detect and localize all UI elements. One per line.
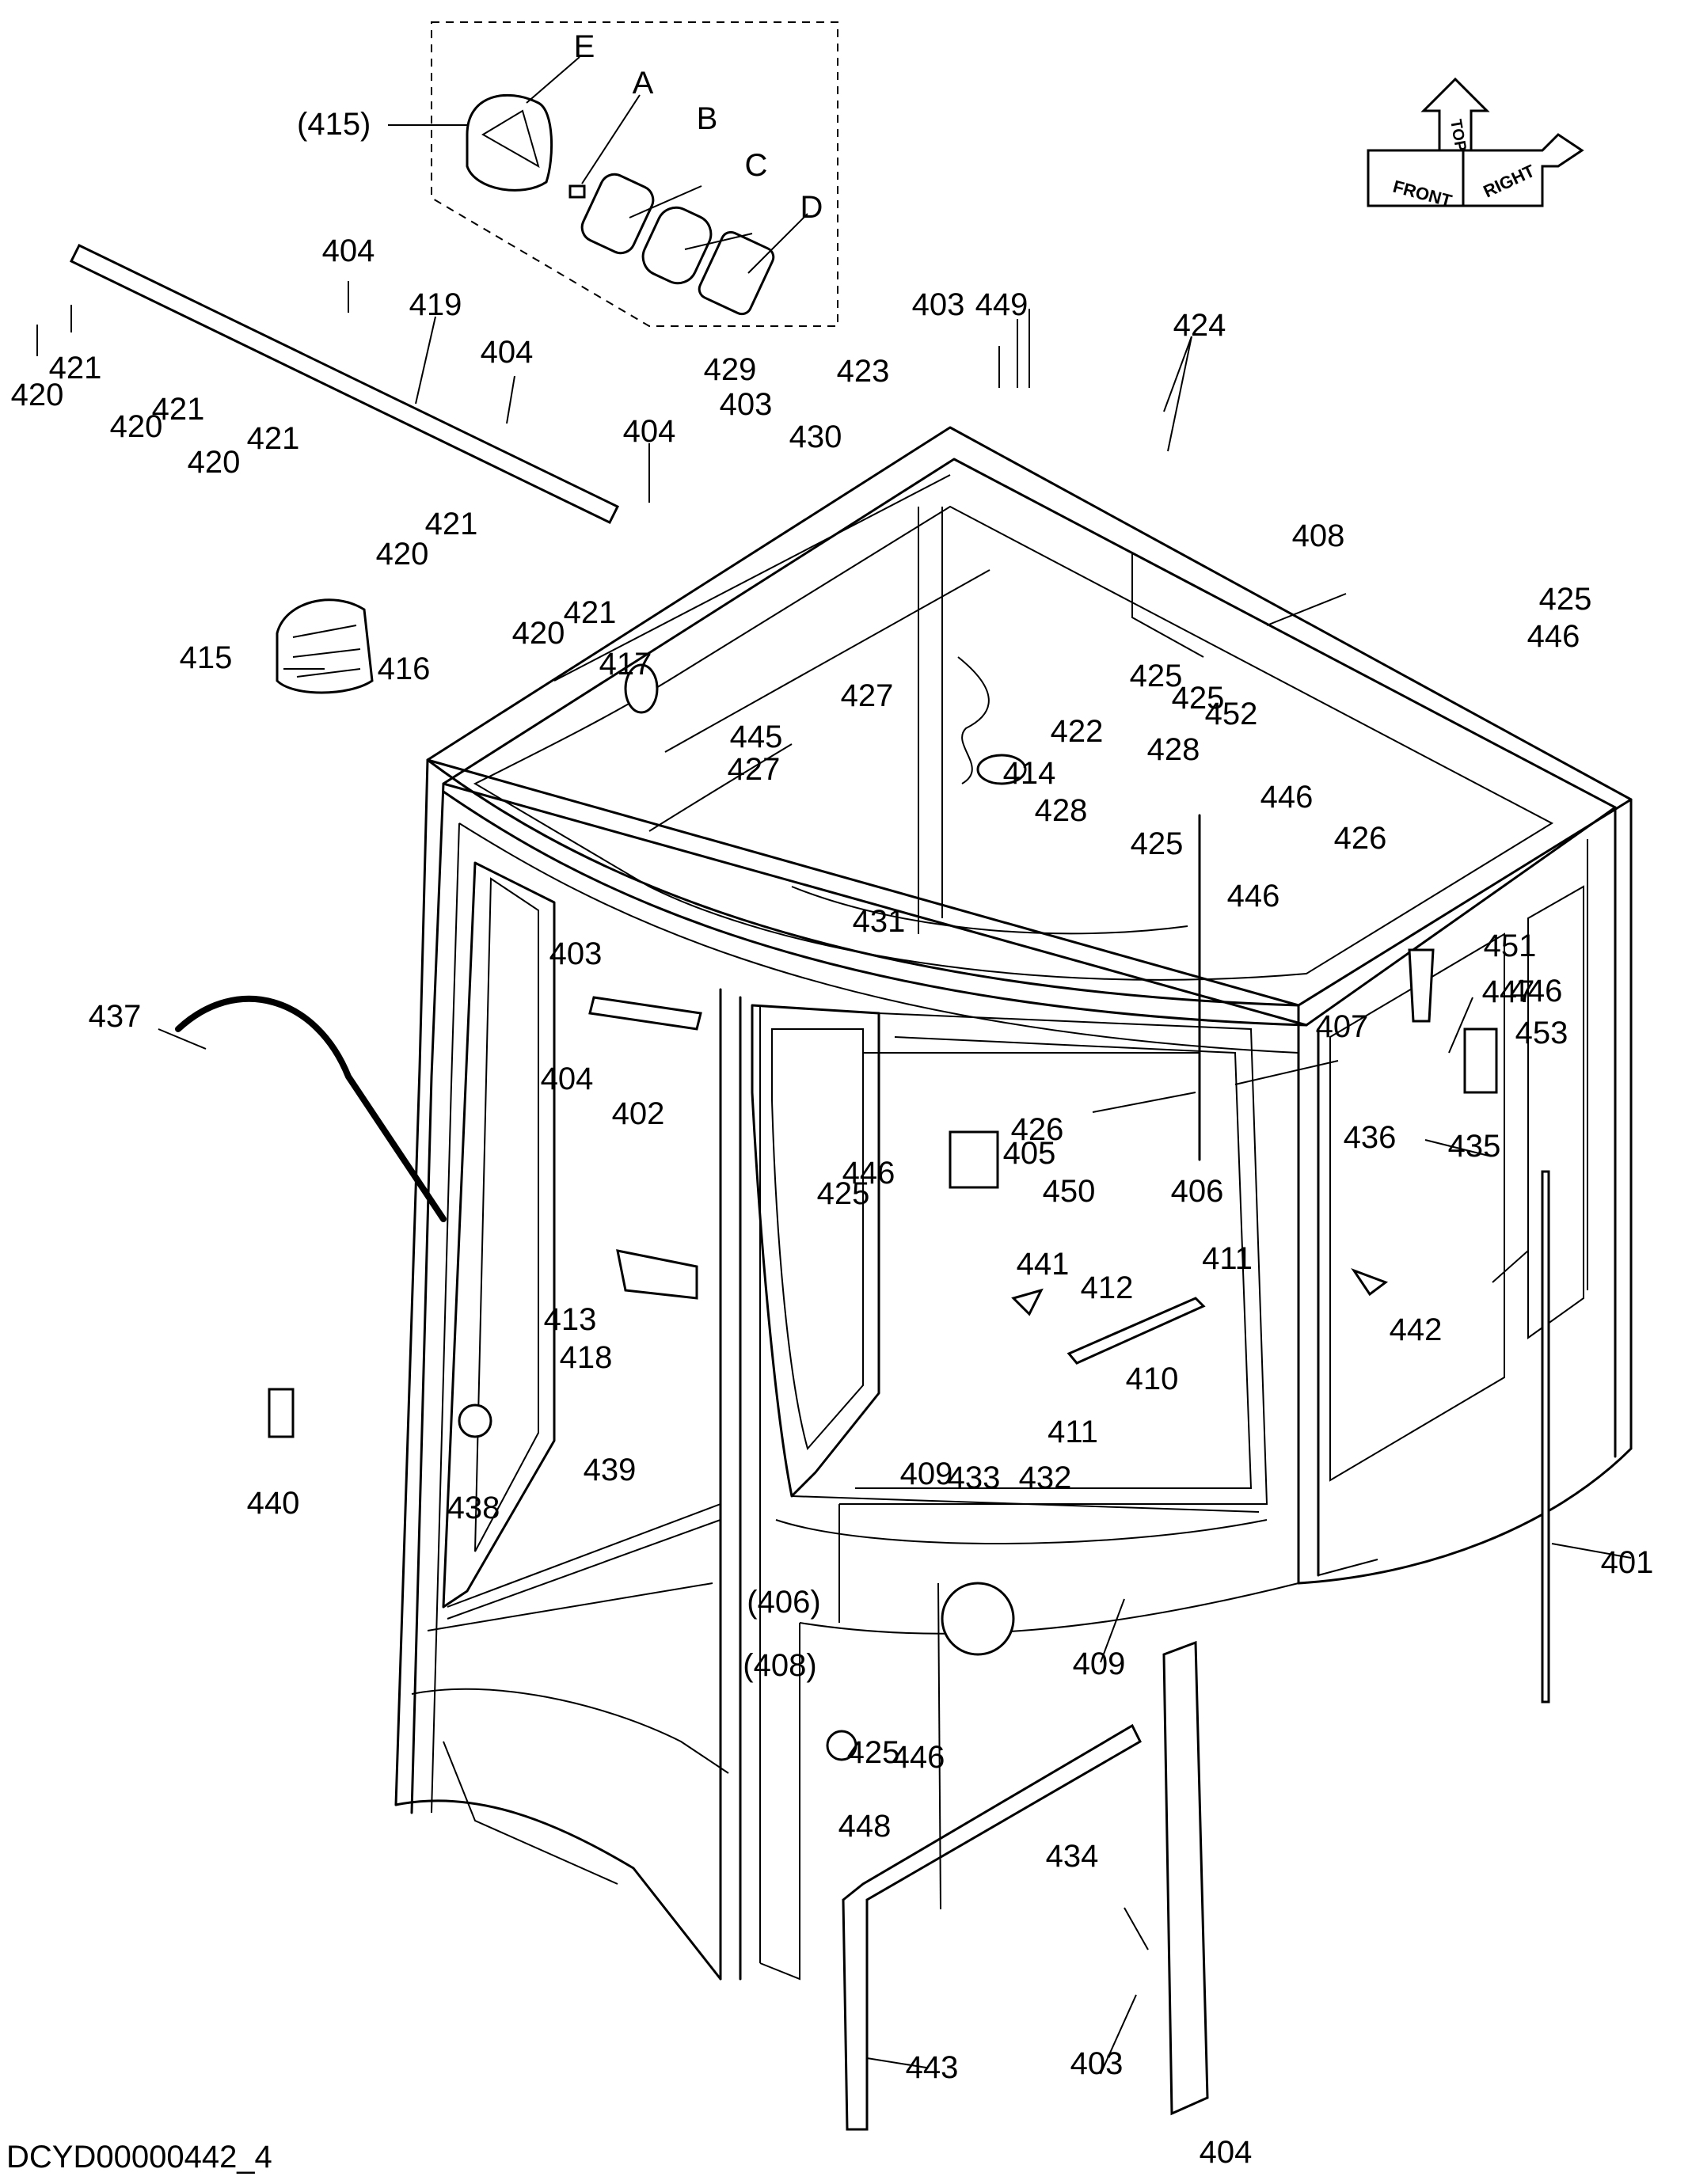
inset-letter-E: E (574, 29, 595, 64)
parts (69, 244, 1550, 2131)
callout-403-3: 403 (720, 387, 773, 422)
callout-446-74: 446 (1227, 879, 1280, 913)
callout-412-22: 412 (1081, 1271, 1134, 1305)
callout-427-52: 427 (728, 752, 781, 787)
callout-406-13: (406) (747, 1585, 820, 1620)
callout-425-45: 425 (1172, 681, 1225, 716)
callout-445-70: 445 (730, 720, 783, 754)
callout-401-0: 401 (1601, 1545, 1654, 1580)
callout-425-47: 425 (847, 1735, 900, 1770)
orientation-icon: FRONT TOP RIGHT (1367, 77, 1584, 211)
callout-446-72: 446 (1260, 780, 1314, 815)
callout-411-21: 411 (1048, 1415, 1098, 1449)
callout-429-55: 429 (704, 352, 757, 387)
callout-453-83: 453 (1515, 1016, 1568, 1050)
callout-428-54: 428 (1035, 793, 1088, 828)
callout-424-42: 424 (1173, 308, 1226, 343)
callout-442-68: 442 (1390, 1312, 1443, 1347)
callout-409-18: 409 (1073, 1647, 1126, 1681)
callout-447-77: 447 (1482, 974, 1535, 1009)
callout-437-63: 437 (89, 999, 142, 1034)
callout-434-60: 434 (1046, 1839, 1099, 1874)
callout-449-79: 449 (975, 287, 1029, 322)
callout-410-19: 410 (1126, 1362, 1179, 1396)
drawing-number: DCYD00000442_4 (6, 2140, 272, 2175)
callout-452-82: 452 (1205, 697, 1258, 731)
inset-letter-D: D (800, 190, 823, 225)
callout-421-38: 421 (425, 507, 478, 541)
callout-440-66: 440 (247, 1486, 300, 1521)
callout-420-34: 420 (512, 616, 565, 651)
callout-404-7: 404 (481, 335, 534, 370)
callout-446-73: 446 (842, 1156, 895, 1191)
callout-420-33: 420 (376, 537, 429, 572)
inset-letter-B: B (697, 101, 718, 136)
callout-448-78: 448 (838, 1809, 892, 1844)
callout-420-32: 420 (188, 445, 241, 480)
callout-407-14: 407 (1316, 1009, 1369, 1044)
callout-426-49: 426 (1011, 1112, 1064, 1147)
inset-group-label: (415) (297, 107, 371, 142)
callout-421-35: 421 (49, 351, 102, 386)
leader-lines (36, 56, 1632, 2075)
callout-426-50: 426 (1334, 821, 1387, 856)
callout-432-58: 432 (1019, 1460, 1072, 1495)
callout-450-80: 450 (1043, 1174, 1096, 1209)
callout-421-37: 421 (247, 421, 300, 456)
callout-425-46: 425 (1131, 826, 1184, 861)
callout-446-75: 446 (892, 1740, 945, 1775)
callout-406-12: 406 (1171, 1174, 1224, 1209)
callout-408-16: (408) (743, 1648, 816, 1683)
callout-428-53: 428 (1147, 732, 1200, 767)
callout-415-25: 415 (180, 640, 233, 675)
callout-405-11: 405 (1003, 1136, 1056, 1171)
callout-425-44: 425 (1130, 659, 1183, 693)
callout-403-5: 403 (1070, 2046, 1124, 2081)
callout-411-20: 411 (1202, 1241, 1253, 1276)
callout-420-30: 420 (11, 378, 64, 412)
callout-435-61: 435 (1448, 1129, 1501, 1164)
inset-letter-C: C (745, 148, 768, 183)
callout-418-28: 418 (560, 1340, 613, 1375)
callout-421-36: 421 (152, 392, 205, 427)
callout-403-4: 403 (549, 936, 603, 971)
callout-446-76: 446 (1510, 974, 1563, 1008)
callout-417-27: 417 (599, 647, 652, 682)
callout-404-10: 404 (1200, 2135, 1253, 2170)
callout-451-81: 451 (1484, 929, 1537, 963)
callout-402-1: 402 (612, 1096, 665, 1131)
callout-443-69: 443 (906, 2050, 959, 2085)
callout-433-59: 433 (948, 1460, 1001, 1495)
callout-416-26: 416 (378, 651, 431, 686)
callout-404-9: 404 (541, 1062, 594, 1096)
callout-425-48: 425 (1539, 582, 1592, 617)
callout-409-17: 409 (900, 1457, 953, 1491)
callout-439-65: 439 (584, 1453, 637, 1487)
callout-labels: (415) E A BCD 401 402 403 403 403 403 404 404 404 404… (11, 29, 1654, 2170)
callout-446-71: 446 (1527, 619, 1580, 654)
callout-423-41: 423 (837, 354, 890, 389)
cab-frame (394, 426, 1633, 1981)
callout-427-51: 427 (841, 678, 894, 713)
callout-421-39: 421 (564, 595, 617, 630)
callout-441-67: 441 (1017, 1247, 1070, 1282)
callout-431-57: 431 (853, 904, 906, 939)
work-light-breakdown-inset (431, 21, 838, 327)
callout-438-64: 438 (447, 1491, 500, 1525)
callout-425-43: 425 (817, 1176, 870, 1211)
callout-430-56: 430 (789, 420, 842, 454)
callout-404-6: 404 (322, 234, 375, 268)
inset-letter-A: A (633, 66, 654, 101)
callout-414-24: 414 (1003, 756, 1056, 791)
callout-436-62: 436 (1344, 1120, 1397, 1155)
callout-413-23: 413 (544, 1302, 597, 1337)
callout-408-15: 408 (1292, 518, 1345, 553)
callout-420-31: 420 (110, 409, 163, 444)
callout-403-2: 403 (912, 287, 965, 322)
callout-419-29: 419 (409, 287, 462, 322)
callout-422-40: 422 (1051, 714, 1104, 749)
callout-404-8: 404 (623, 414, 676, 449)
